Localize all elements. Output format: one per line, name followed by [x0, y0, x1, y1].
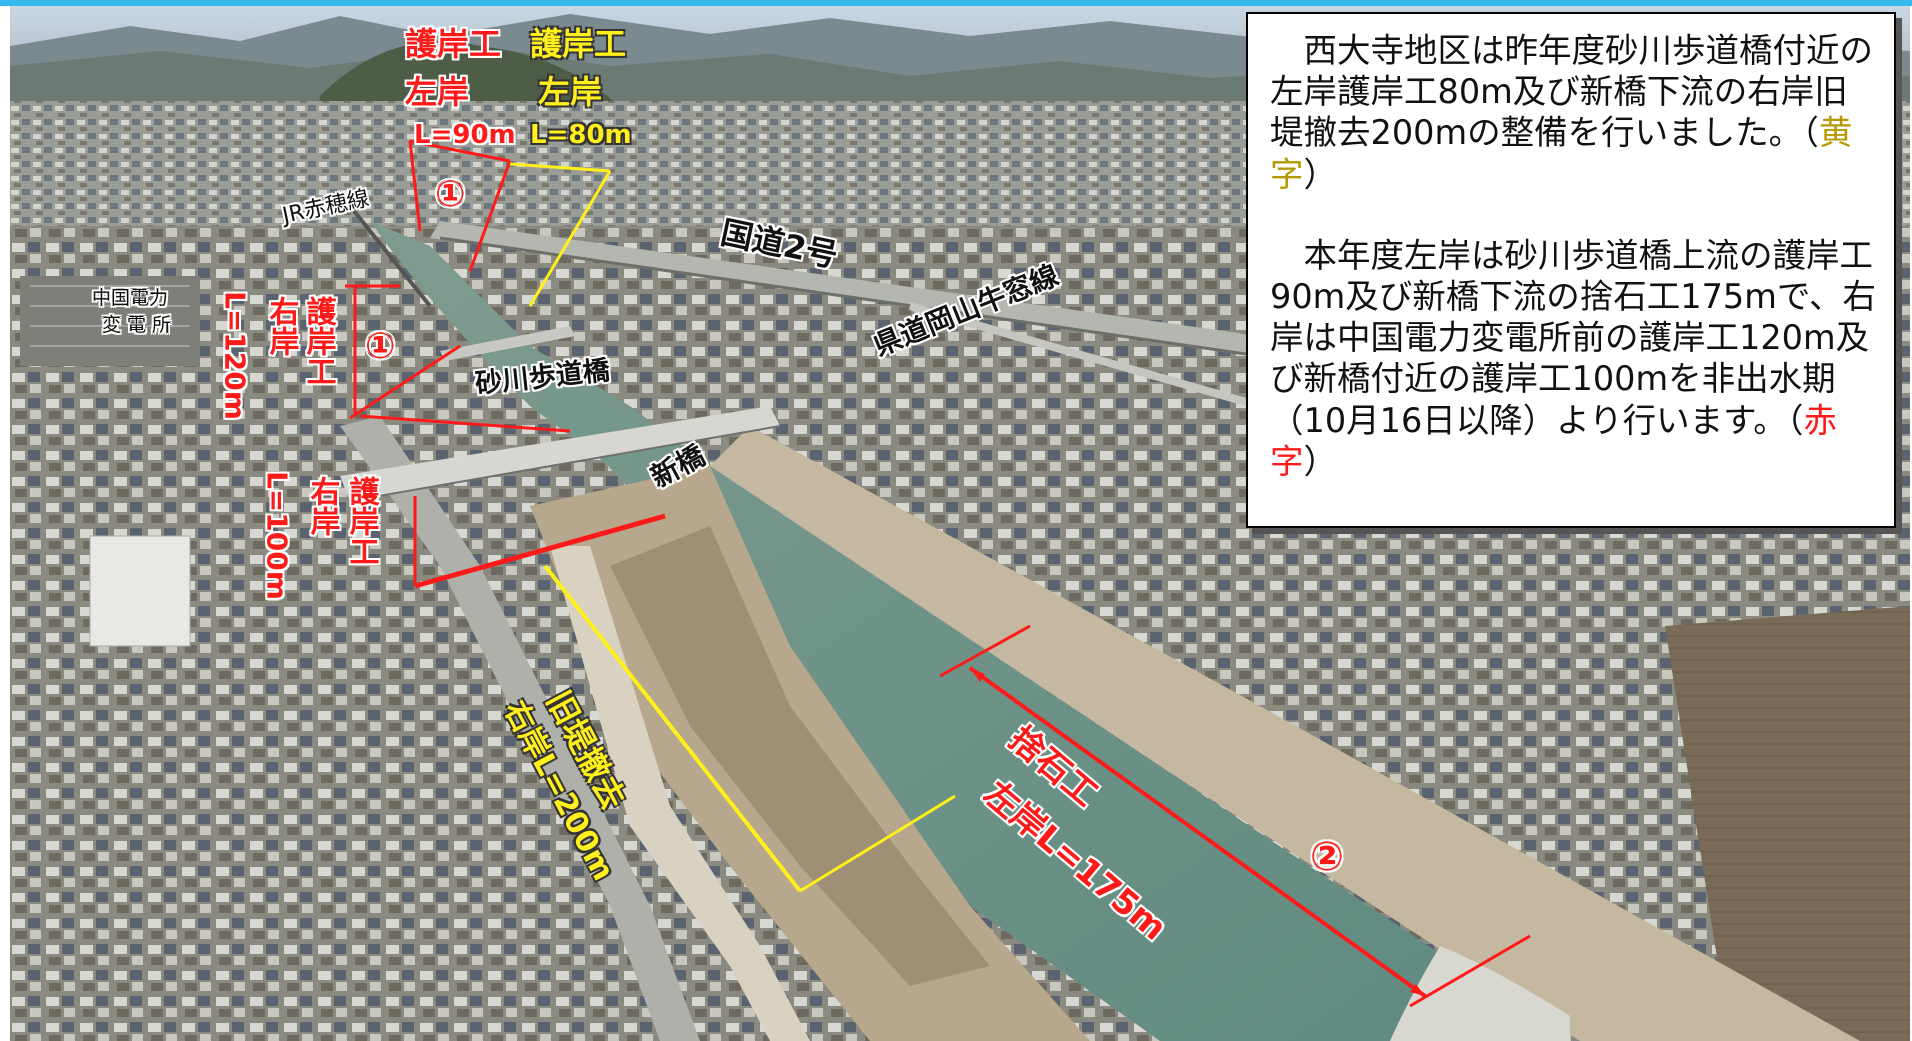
marker-1-mid: ① — [365, 326, 396, 367]
top-accent-bar — [0, 0, 1912, 6]
callout-paragraph-last-year: 西大寺地区は昨年度砂川歩道橋付近の左岸護岸工80m及び新橋下流の右岸旧堤撤去20… — [1270, 30, 1876, 195]
callout-paragraph-this-year: 本年度左岸は砂川歩道橋上流の護岸工90m及び新橋下流の捨石工175mで、右岸は中… — [1270, 235, 1876, 482]
callout-text: 本年度左岸は砂川歩道橋上流の護岸工90m及び新橋下流の捨石工175mで、右岸は中… — [1270, 235, 1876, 440]
label-right-bank-100-length: L=100m — [260, 471, 294, 600]
label-right-bank-120-side: 右岸 — [263, 296, 299, 356]
aerial-photo: 護岸工 左岸 L=90m 護岸工 左岸 L=80m ① ① ② JR赤穂線 国道… — [10, 6, 1910, 1041]
label-left-bank-80-length: L=80m — [530, 120, 632, 150]
callout-highlight-red: 赤字 — [1270, 400, 1837, 481]
callout-text-close: ） — [1303, 441, 1338, 481]
explanation-callout: 西大寺地区は昨年度砂川歩道橋付近の左岸護岸工80m及び新橋下流の右岸旧堤撤去20… — [1246, 12, 1896, 528]
label-left-bank-80-side: 左岸 — [538, 73, 603, 111]
marker-1-top: ① — [435, 174, 466, 215]
callout-text: 西大寺地区は昨年度砂川歩道橋付近の左岸護岸工80m及び新橋下流の右岸旧堤撤去20… — [1270, 31, 1873, 153]
label-right-bank-120-title: 護岸工 — [300, 296, 336, 386]
label-right-bank-100-side: 右岸 — [304, 476, 340, 536]
marker-2: ② — [1310, 834, 1344, 880]
callout-text-close: ） — [1303, 154, 1338, 194]
label-left-bank-80-title: 護岸工 — [530, 25, 627, 63]
label-left-bank-90-side: 左岸 — [405, 73, 470, 111]
label-right-bank-120-length: L=120m — [218, 291, 252, 420]
label-substation-line2: 変電所 — [102, 314, 178, 336]
aerial-scene-illustration — [10, 6, 1910, 1041]
callout-highlight-yellow: 黄字 — [1270, 113, 1853, 194]
label-left-bank-90-title: 護岸工 — [405, 25, 502, 63]
label-left-bank-90-length: L=90m — [414, 120, 516, 150]
label-right-bank-100-title: 護岸工 — [343, 476, 379, 566]
label-substation-line1: 中国電力 — [92, 287, 169, 309]
